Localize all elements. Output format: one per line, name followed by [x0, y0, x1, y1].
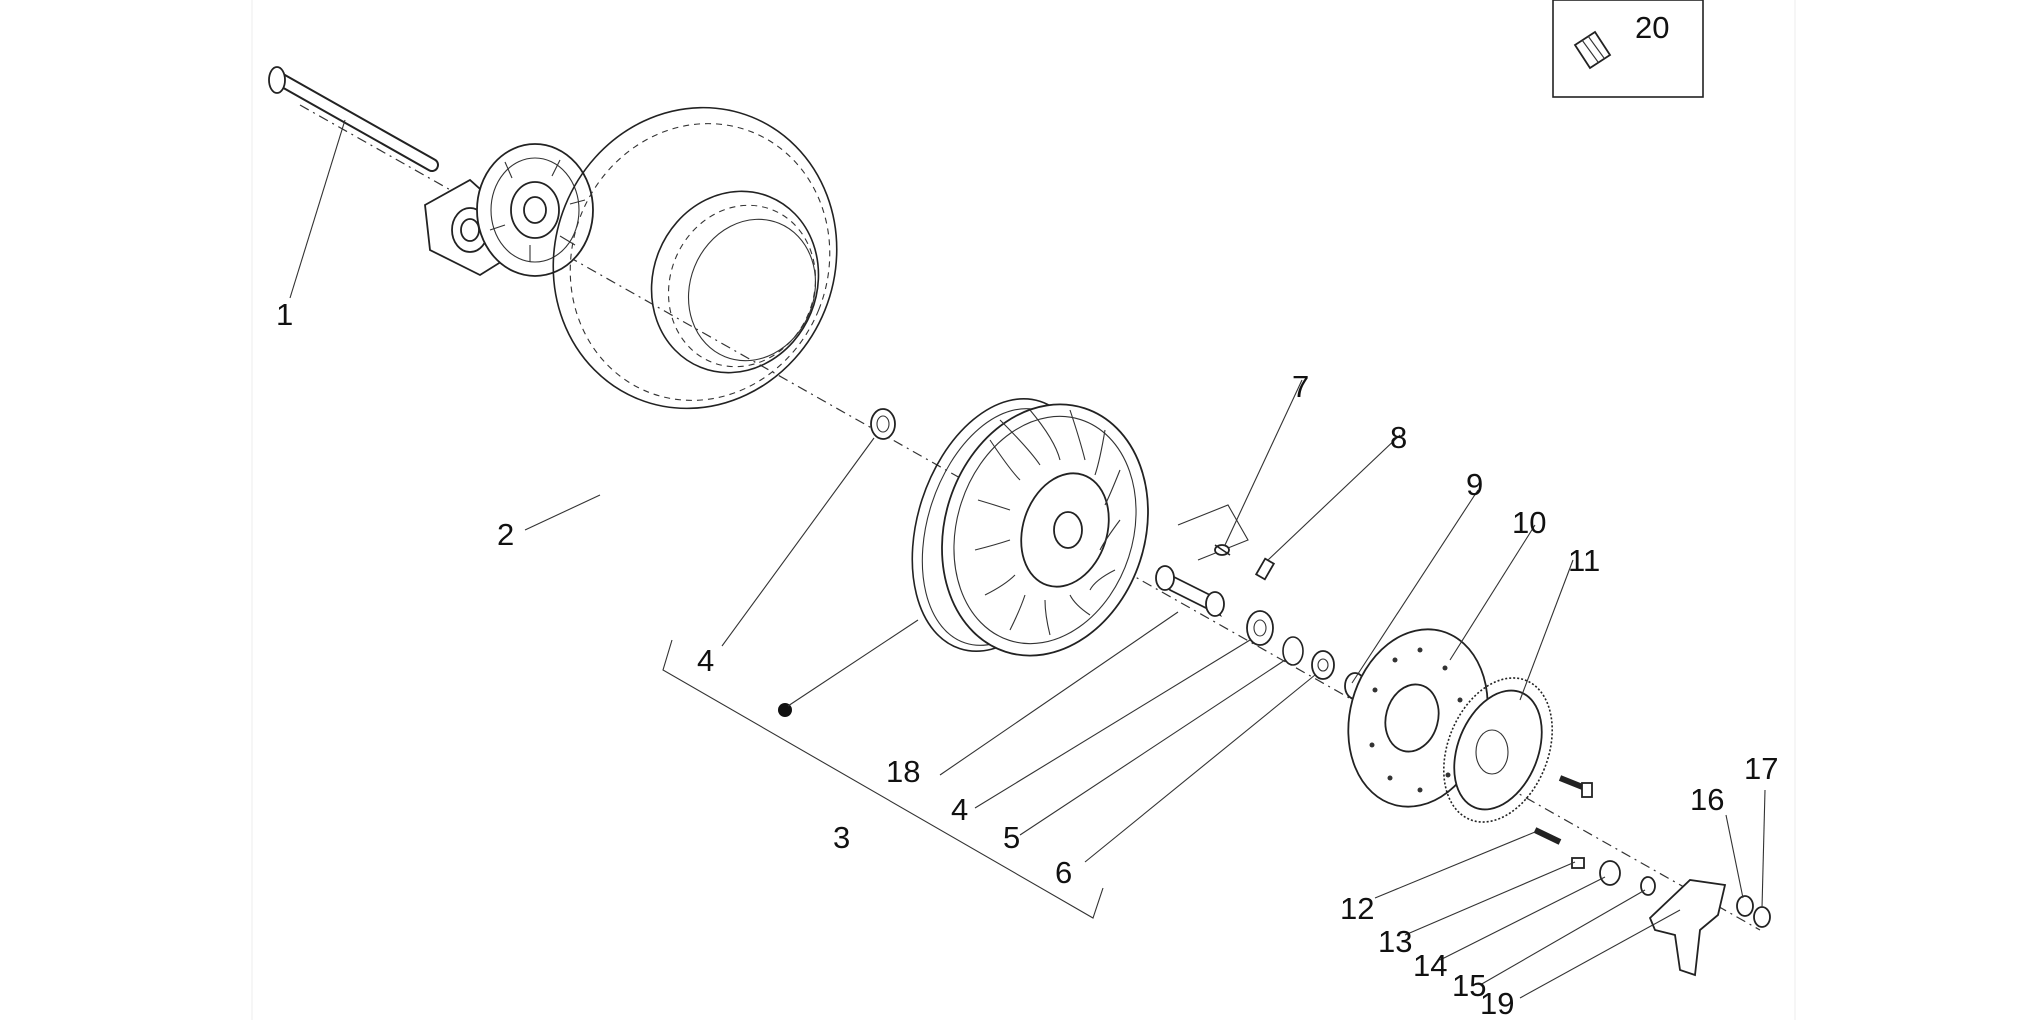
kit-box — [1552, 0, 1704, 98]
callout-5: 5 — [1003, 820, 1020, 855]
part-axle[interactable] — [268, 66, 439, 172]
part-sensor[interactable] — [1599, 860, 1621, 886]
callout-8: 8 — [1390, 420, 1407, 455]
part-nut[interactable] — [1640, 876, 1656, 896]
part-circlip[interactable] — [1282, 636, 1304, 666]
callout-4-right: 4 — [951, 792, 968, 827]
callout-4-left: 4 — [697, 643, 714, 678]
callout-1: 1 — [276, 297, 293, 332]
assembly-dot — [778, 703, 792, 717]
callout-9: 9 — [1466, 467, 1483, 502]
callout-3: 3 — [833, 820, 850, 855]
leader-lines — [289, 119, 1766, 999]
assembly-bracket — [662, 639, 1104, 919]
callout-11: 11 — [1568, 543, 1600, 578]
callout-2: 2 — [497, 517, 514, 552]
part-speedometer-drive[interactable] — [424, 143, 594, 277]
callout-13: 13 — [1378, 924, 1412, 959]
callout-16: 16 — [1690, 782, 1724, 817]
part-spacer[interactable] — [1155, 565, 1225, 618]
part-screw-upper[interactable] — [1558, 775, 1593, 798]
part-nut-17[interactable] — [1753, 906, 1771, 928]
part-valve[interactable] — [1214, 544, 1231, 556]
part-valve-cap[interactable] — [1254, 557, 1276, 581]
part-washer[interactable] — [1311, 650, 1335, 680]
callout-7: 7 — [1292, 369, 1309, 404]
part-tone-wheel[interactable] — [1424, 662, 1573, 839]
kit-icon — [1573, 30, 1612, 70]
callout-17: 17 — [1744, 751, 1778, 786]
part-screw-lower[interactable] — [1533, 827, 1562, 845]
callout-6: 6 — [1055, 855, 1072, 890]
callout-12: 12 — [1340, 891, 1374, 926]
valve-bracket-line — [1177, 504, 1249, 561]
part-bearing-right[interactable] — [1246, 610, 1274, 646]
callout-14: 14 — [1413, 948, 1447, 983]
callout-10: 10 — [1512, 505, 1546, 540]
callout-18: 18 — [886, 754, 920, 789]
part-caliper-bracket[interactable] — [1648, 879, 1727, 977]
part-rim[interactable] — [882, 376, 1180, 683]
part-washer-16[interactable] — [1736, 895, 1754, 917]
part-bearing-left[interactable] — [870, 408, 896, 440]
callout-20: 20 — [1635, 10, 1669, 45]
callout-15: 15 — [1452, 968, 1486, 1003]
callout-19: 19 — [1480, 986, 1514, 1020]
part-tire[interactable] — [508, 65, 881, 452]
